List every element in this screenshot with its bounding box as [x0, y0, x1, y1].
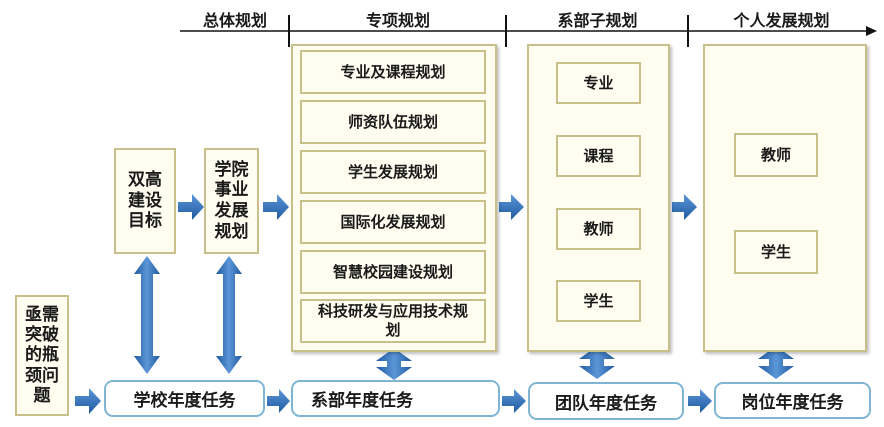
special-plan-item: 学生发展规划: [300, 150, 486, 194]
right-arrow: [502, 389, 526, 413]
header-personal: 个人发展规划: [733, 11, 830, 30]
team-annual-task-box: 团队年度任务: [528, 382, 684, 420]
vertical-double-arrow: [376, 348, 412, 380]
right-arrow: [499, 194, 524, 220]
right-arrow: [75, 388, 101, 414]
department-plan-item: 教师: [556, 208, 641, 250]
college-development-plan-box: 学院事业发展规划: [204, 148, 259, 254]
bottleneck-box: 亟需突破的瓶颈问题: [15, 295, 69, 416]
special-plan-item: 智慧校园建设规划: [300, 250, 486, 294]
right-arrow: [267, 389, 290, 413]
post-annual-task-box: 岗位年度任务: [714, 382, 871, 419]
timeline-arrowhead: [866, 26, 877, 36]
header-special: 专项规划: [365, 11, 430, 30]
department-plan-item: 学生: [556, 280, 641, 322]
right-arrow: [263, 194, 289, 220]
personal-plans-panel: [703, 44, 867, 352]
double-high-goal-box: 双高建设目标: [114, 148, 176, 254]
special-plan-item: 科技研发与应用技术规划: [300, 299, 486, 343]
special-plan-item: 专业及课程规划: [300, 50, 486, 94]
timeline-tick: [288, 15, 290, 47]
department-plan-item: 专业: [556, 62, 641, 104]
header-department: 系部子规划: [557, 11, 638, 30]
vertical-double-arrow: [216, 256, 242, 374]
department-plan-item: 课程: [556, 135, 641, 177]
right-arrow: [688, 389, 712, 413]
vertical-double-arrow: [579, 346, 615, 379]
vertical-double-arrow: [134, 256, 160, 374]
school-annual-task-box: 学校年度任务: [104, 380, 265, 417]
special-plan-item: 师资队伍规划: [300, 100, 486, 144]
special-plan-item: 国际化发展规划: [300, 200, 486, 244]
timeline-tick: [687, 15, 689, 47]
personal-plan-item: 教师: [734, 133, 818, 177]
timeline-tick: [505, 15, 507, 47]
vertical-double-arrow: [758, 346, 794, 379]
header-overall: 总体规划: [202, 11, 267, 30]
personal-plan-item: 学生: [734, 230, 818, 274]
department-annual-task-box: 系部年度任务: [291, 380, 500, 417]
right-arrow: [672, 194, 697, 220]
right-arrow: [178, 194, 204, 220]
